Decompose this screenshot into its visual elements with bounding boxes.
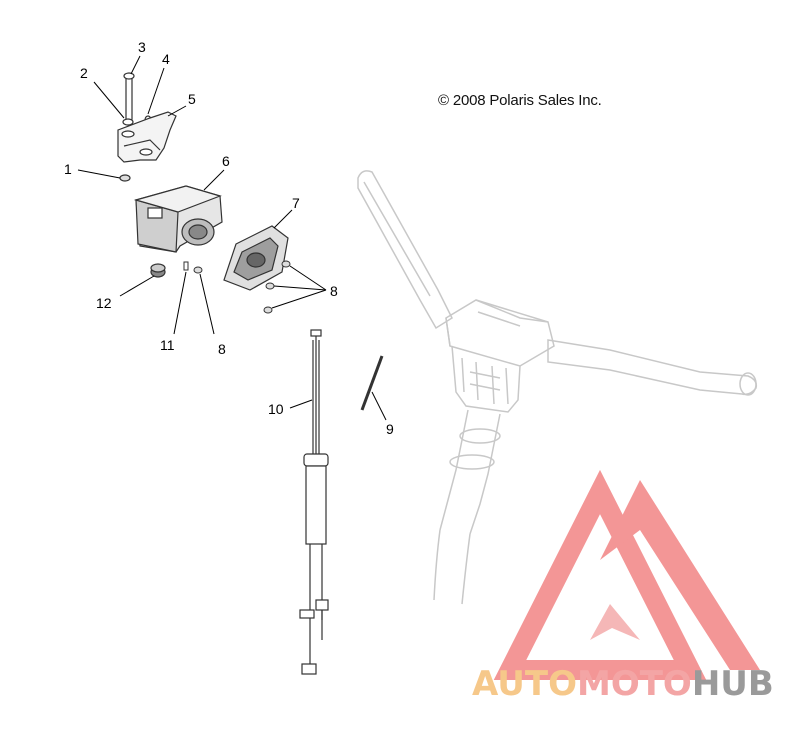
- part-12-grommet: [150, 263, 166, 278]
- part-11-spring: [183, 261, 189, 271]
- part-2-washer: [122, 118, 134, 126]
- callout-2: 2: [80, 65, 88, 81]
- callout-8-right: 8: [330, 283, 338, 299]
- part-1-nut: [119, 174, 131, 182]
- callout-10: 10: [268, 401, 284, 417]
- callout-3: 3: [138, 39, 146, 55]
- callout-7: 7: [292, 195, 300, 211]
- part-6-switch-housing: [133, 185, 223, 253]
- watermark-auto: AUTO: [472, 664, 577, 704]
- callout-9: 9: [386, 421, 394, 437]
- callout-8-lower: 8: [218, 341, 226, 357]
- watermark-text: AUTOMOTOHUB: [472, 664, 774, 704]
- part-7-cover-plate: [223, 225, 289, 291]
- part-3-bolt: [123, 72, 135, 121]
- watermark-hub: HUB: [691, 664, 774, 704]
- part-5-bracket: [117, 111, 177, 163]
- watermark-moto: MOTO: [576, 664, 692, 704]
- copyright-notice: © 2008 Polaris Sales Inc.: [438, 92, 602, 109]
- part-10-throttle-cable: [299, 329, 329, 675]
- handlebar-assembly: [357, 170, 758, 605]
- callout-11: 11: [160, 337, 175, 353]
- callout-4: 4: [162, 51, 170, 67]
- callout-6: 6: [222, 153, 230, 169]
- callout-5: 5: [188, 91, 196, 107]
- leader-lines: [77, 55, 387, 421]
- watermark-logo-icon: [493, 469, 760, 680]
- callout-12: 12: [96, 295, 112, 311]
- callout-1: 1: [64, 161, 72, 177]
- part-9-cable-tie: [360, 355, 384, 411]
